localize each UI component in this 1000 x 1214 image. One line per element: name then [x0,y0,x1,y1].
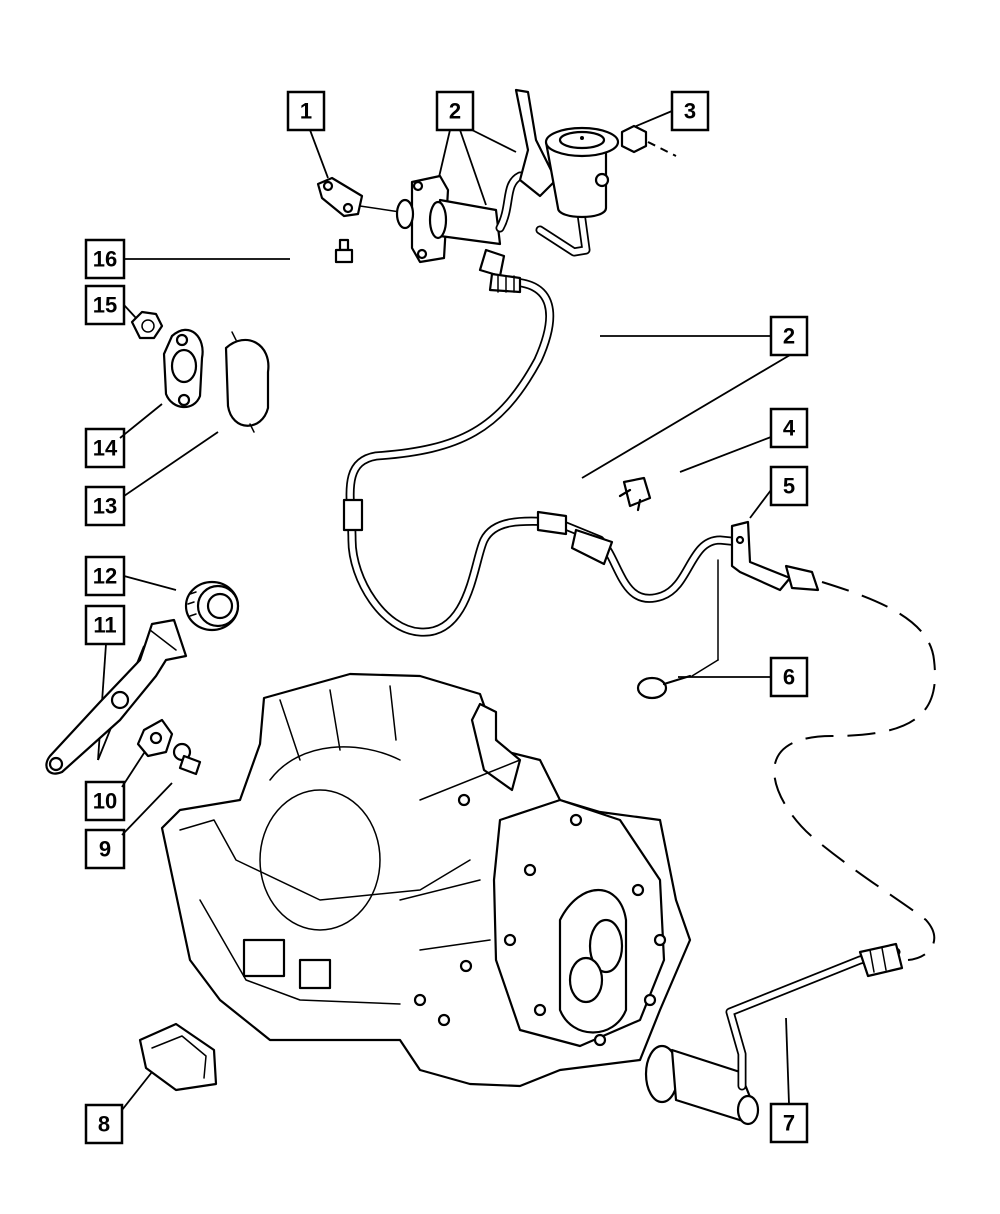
master-cylinder-body [395,174,506,278]
callout-4[interactable]: 4 [769,407,809,449]
transmission-assembly [160,672,692,1088]
callout-16[interactable]: 16 [84,238,126,280]
svg-text:12: 12 [93,564,117,589]
cover-plate-13 [224,331,270,433]
svg-text:8: 8 [98,1112,110,1137]
callout-9[interactable]: 9 [84,828,126,870]
callout-3[interactable]: 3 [670,90,710,132]
clip-4 [618,476,652,512]
fluid-reservoir [514,88,620,218]
reservoir-nut [620,124,677,157]
svg-text:9: 9 [99,837,111,862]
master-cylinder-pushrod [316,176,401,218]
callout-12[interactable]: 12 [84,555,126,597]
svg-text:16: 16 [93,247,117,272]
callout-8[interactable]: 8 [84,1103,124,1145]
svg-text:2: 2 [783,324,795,349]
svg-text:4: 4 [783,416,796,441]
callout-15[interactable]: 15 [84,284,126,326]
callout-11[interactable]: 11 [84,604,126,646]
ball-stud-9 [172,742,202,776]
svg-text:11: 11 [93,613,116,638]
callout-10[interactable]: 10 [84,780,126,822]
release-fork-11 [45,618,188,775]
svg-text:3: 3 [684,99,696,124]
svg-text:7: 7 [783,1111,795,1136]
pivot-12 [184,580,240,632]
callout-14[interactable]: 14 [84,427,126,469]
bolt-16 [334,238,354,264]
gasket-14 [162,328,204,409]
callout-13[interactable]: 13 [84,485,126,527]
bracket-5 [691,520,820,677]
callout-5[interactable]: 5 [769,465,809,507]
svg-text:15: 15 [93,293,117,318]
callout-7[interactable]: 7 [769,1102,809,1144]
slave-cylinder-7 [644,942,904,1126]
svg-text:2: 2 [449,99,461,124]
svg-text:1: 1 [300,99,312,124]
svg-text:14: 14 [93,436,118,461]
callout-2-top[interactable]: 2 [435,90,475,132]
nut-15 [130,310,164,340]
svg-text:10: 10 [93,789,117,814]
svg-text:13: 13 [93,494,117,519]
callout-2-middle[interactable]: 2 [769,315,809,357]
svg-text:5: 5 [783,474,795,499]
line-routing-dashed [773,581,936,961]
retainer-10 [136,718,174,758]
boot-8 [138,1022,218,1092]
callout-6[interactable]: 6 [769,656,809,698]
svg-text:6: 6 [783,665,795,690]
leader-lines [97,110,791,1111]
push-pin-6 [636,674,692,700]
callout-1[interactable]: 1 [286,90,326,132]
hydraulic-line [342,272,745,637]
